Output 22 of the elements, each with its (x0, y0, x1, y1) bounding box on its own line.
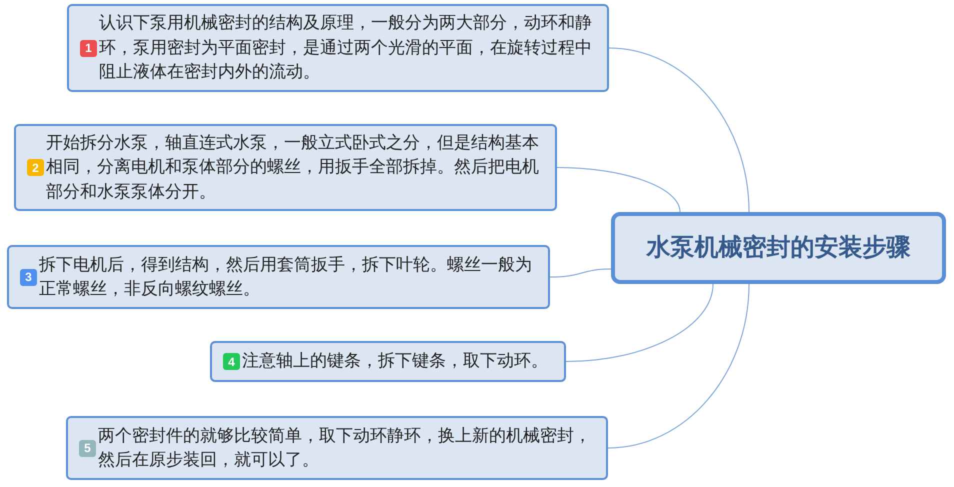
step-text: 注意轴上的键条，拆下键条，取下动环。 (242, 350, 548, 372)
step-number-badge: 4 (223, 353, 240, 370)
topic-box (7, 245, 550, 309)
branch-line (608, 284, 750, 448)
topic-box (66, 416, 608, 480)
topic-box (67, 4, 609, 92)
step-number-badge: 5 (79, 440, 96, 456)
branch-line (566, 284, 714, 362)
step-text: 拆下电机后，得到结构，然后用套筒扳手，拆下叶轮。螺丝一般为正常螺丝，非反向螺纹螺丝。 (39, 254, 533, 300)
step-text: 认识下泵用机械密封的结构及原理，一般分为两大部分，动环和静环，泵用密封为平面密封，是通过两个光滑的平面，在旋转过程中阻止液体在密封内外的流动。 (99, 12, 593, 84)
step-number-badge: 2 (27, 159, 44, 176)
central-topic-box (611, 212, 946, 284)
topic-box (14, 124, 557, 211)
topic-box (210, 341, 566, 382)
step-text: 开始拆分水泵，轴直连式水泵，一般立式卧式之分，但是结构基本相同，分离电机和泵体部分的螺丝，用扳手全部拆掉。然后把电机部分和水泵泵体分开。 (46, 132, 540, 203)
branch-line (550, 268, 612, 278)
step-text: 两个密封件的就够比较简单，取下动环静环，换上新的机械密封，然后在原步装回，就可以了。 (98, 424, 592, 471)
step-number-badge: 3 (20, 268, 37, 286)
branch-line (556, 167, 680, 212)
central-topic-text: 水泵机械密封的安装步骤 (646, 233, 910, 263)
step-number-badge: 1 (80, 40, 97, 56)
branch-line (608, 48, 750, 212)
